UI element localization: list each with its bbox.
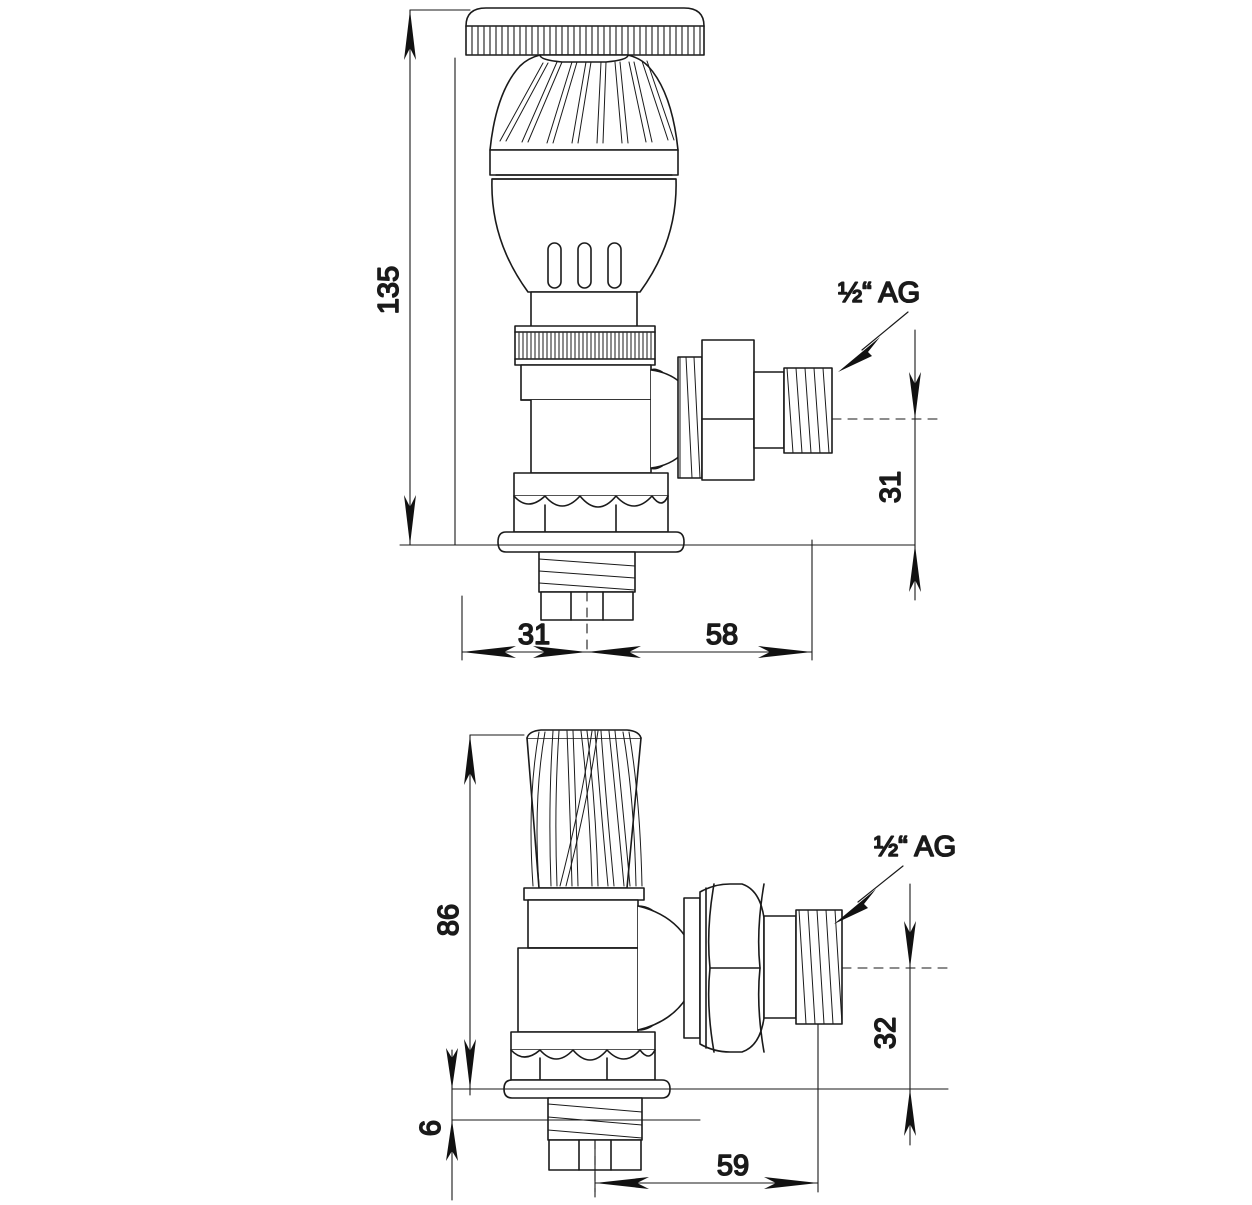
dimension-label-59: 59 xyxy=(717,1150,749,1182)
handwheel-flutes xyxy=(530,730,643,887)
dimension-label-31-vertical: 31 xyxy=(875,471,907,503)
valve-body xyxy=(520,364,701,474)
dimension-86: 86 xyxy=(432,734,525,1096)
dimension-label-58-horizontal: 58 xyxy=(706,619,738,651)
valve-body-lower xyxy=(517,899,699,1033)
dimension-31-58-horizontal: 31 58 xyxy=(461,539,813,661)
thermostat-head xyxy=(465,7,705,330)
bottom-tailpiece-lower xyxy=(503,1031,671,1171)
dimension-label-32: 32 xyxy=(870,1017,902,1049)
thread-callout-label-upper: ½“ AG xyxy=(838,277,920,309)
union-connector xyxy=(677,339,833,481)
body-slots xyxy=(547,242,622,289)
cap-knurl xyxy=(471,26,701,55)
dimension-label-31-horizontal: 31 xyxy=(518,619,550,651)
bottom-tailpiece xyxy=(497,472,685,621)
union-nut-lower xyxy=(683,883,843,1053)
dimension-label-86: 86 xyxy=(433,904,465,936)
lock-ring xyxy=(514,325,656,366)
dimension-31-vertical: 31 xyxy=(874,329,921,601)
thread-callout-upper: ½“ AG xyxy=(837,276,921,372)
thread-callout-lower: ½“ AG xyxy=(834,830,957,924)
thread-callout-label-lower: ½“ AG xyxy=(874,831,956,863)
dimension-label-6: 6 xyxy=(415,1120,447,1136)
dimension-32: 32 xyxy=(869,883,916,1146)
dimension-135: 135 xyxy=(372,9,471,546)
dimension-59: 59 xyxy=(594,1023,819,1193)
dimension-6: 6 xyxy=(414,1048,458,1201)
handwheel xyxy=(523,729,645,901)
upper-view: 135 31 31 58 ½“ AG xyxy=(372,7,941,661)
dimension-label-135: 135 xyxy=(373,266,405,314)
lower-view: 86 6 32 59 ½“ AG xyxy=(414,729,957,1201)
dome-fins xyxy=(499,60,675,144)
